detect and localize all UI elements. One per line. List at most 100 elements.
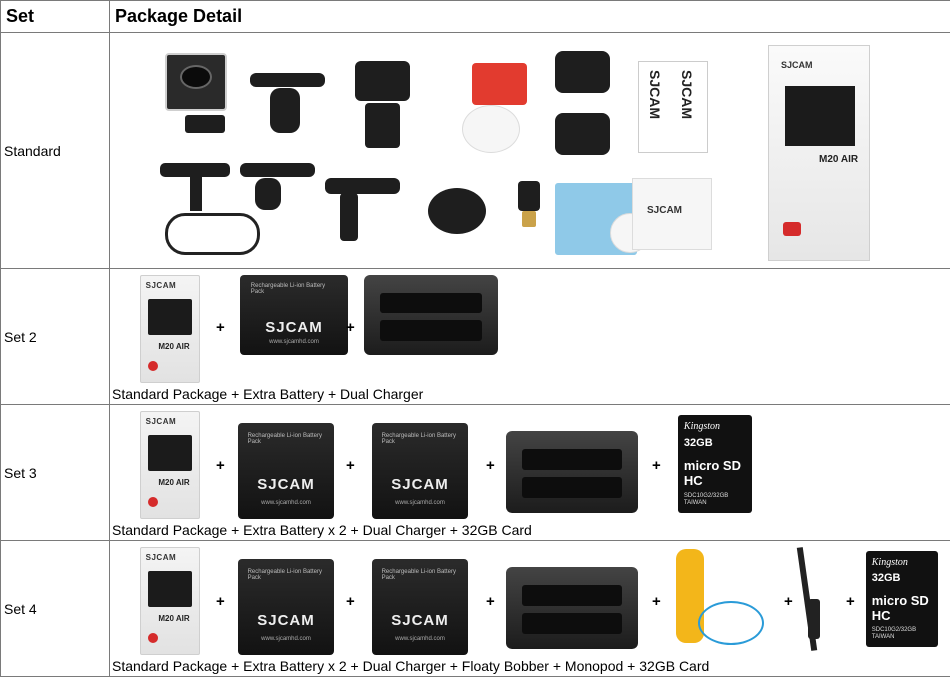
floaty-strap-image: [698, 601, 764, 645]
battery-site: www.sjcamhd.com: [372, 636, 468, 642]
row-set-4: Set 4 SJCAM M20 AIR + Rechargeable Li-io…: [1, 541, 950, 677]
battery-brand: SJCAM: [372, 612, 468, 629]
battery-brand: SJCAM: [240, 319, 348, 336]
flat-mount-image: [555, 51, 610, 93]
usb-cable-image: [165, 213, 260, 255]
set-name: Set 3: [1, 405, 110, 541]
battery-image: Rechargeable Li-ion Battery Pack SJCAM w…: [238, 559, 334, 655]
mount-image: [185, 115, 225, 133]
battery-brand: SJCAM: [238, 612, 334, 629]
box-brand-text: SJCAM: [146, 281, 177, 290]
retail-box-image: SJCAM M20 AIR: [768, 45, 870, 261]
base-mount-image: [428, 188, 486, 234]
adapter-screw: [522, 211, 536, 227]
retail-box-image: SJCAM M20 AIR: [140, 547, 200, 655]
adhesive-pad-image: [472, 63, 527, 105]
plus-sign: +: [486, 457, 495, 474]
box-window: [785, 86, 855, 146]
retail-box-image: SJCAM M20 AIR: [140, 275, 200, 383]
set-3-images: SJCAM M20 AIR + Rechargeable Li-ion Batt…: [110, 405, 950, 541]
box-brand-text: SJCAM: [781, 60, 813, 70]
battery-brand: SJCAM: [238, 476, 334, 493]
set-name: Standard: [1, 33, 110, 269]
handlebar-mount-image: [250, 73, 325, 87]
sd-type: micro SD HC: [684, 458, 752, 488]
dual-charger-image: [364, 275, 498, 355]
row-set-2: Set 2 SJCAM M20 AIR + Rechargeable Li-io…: [1, 269, 950, 405]
3m-sticker-image: [462, 105, 520, 153]
plus-sign: +: [346, 593, 355, 610]
sticker-brand-text: SJCAM: [647, 70, 663, 119]
battery-image: Rechargeable Li-ion Battery Pack SJCAM w…: [238, 423, 334, 519]
battery-brand: SJCAM: [372, 476, 468, 493]
row-set-3: Set 3 SJCAM M20 AIR + Rechargeable Li-io…: [1, 405, 950, 541]
header-set: Set: [1, 1, 110, 33]
sd-capacity: 32GB: [872, 572, 901, 584]
plus-sign: +: [346, 457, 355, 474]
row-standard: Standard SJCAM SJCAM SJCAM M20 AIR: [1, 33, 950, 269]
battery-image: Rechargeable Li-ion Battery Pack SJCAM w…: [240, 275, 348, 355]
dual-charger-image: [506, 431, 638, 513]
battery-label: Rechargeable Li-ion Battery Pack: [251, 283, 337, 295]
sd-capacity: 32GB: [684, 437, 713, 449]
package-caption: Standard Package + Extra Battery + Dual …: [112, 386, 423, 402]
box-brand-text: SJCAM: [146, 417, 177, 426]
plus-sign: +: [216, 319, 225, 336]
long-screw-image: [325, 178, 400, 194]
box-model-text: M20 AIR: [158, 478, 189, 487]
sd-label: SDC10G2/32GB TAIWAN: [684, 493, 752, 507]
box-model-text: M20 AIR: [158, 342, 189, 351]
clip-mount-image: [365, 103, 400, 148]
manual-brand-text: SJCAM: [647, 205, 682, 216]
set-4-images: SJCAM M20 AIR + Rechargeable Li-ion Batt…: [110, 541, 950, 677]
sticker-brand-text-2: SJCAM: [679, 70, 695, 119]
header-row: Set Package Detail: [1, 1, 950, 33]
battery-site: www.sjcamhd.com: [238, 636, 334, 642]
set-2-images: SJCAM M20 AIR + Rechargeable Li-ion Batt…: [110, 269, 950, 405]
plus-sign: +: [346, 319, 355, 336]
battery-site: www.sjcamhd.com: [240, 339, 348, 345]
tripod-adapter-image: [518, 181, 540, 211]
battery-label: Rechargeable Li-ion Battery Pack: [248, 433, 325, 445]
package-caption: Standard Package + Extra Battery x 2 + D…: [112, 522, 532, 538]
long-screw-arm: [340, 193, 358, 241]
dual-charger-image: [506, 567, 638, 649]
plus-sign: +: [216, 593, 225, 610]
sd-card-image: Kingston 32GB micro SD HC SDC10G2/32GB T…: [678, 415, 752, 513]
tripod-mount-arm: [190, 173, 202, 211]
battery-image-2: Rechargeable Li-ion Battery Pack SJCAM w…: [372, 559, 468, 655]
plus-sign: +: [652, 593, 661, 610]
sd-brand: Kingston: [684, 421, 720, 432]
manual-image: SJCAM: [632, 178, 712, 250]
header-package-detail: Package Detail: [110, 1, 950, 33]
battery-site: www.sjcamhd.com: [238, 500, 334, 506]
plus-sign: +: [784, 593, 793, 610]
battery-label: Rechargeable Li-ion Battery Pack: [382, 433, 459, 445]
handlebar-clamp-image: [270, 88, 300, 133]
plus-sign: +: [216, 457, 225, 474]
sd-brand: Kingston: [872, 557, 908, 568]
battery-image-2: Rechargeable Li-ion Battery Pack SJCAM w…: [372, 423, 468, 519]
extension-arm-knob: [255, 178, 281, 210]
battery-label: Rechargeable Li-ion Battery Pack: [248, 569, 325, 581]
retail-box-image: SJCAM M20 AIR: [140, 411, 200, 519]
set-name: Set 4: [1, 541, 110, 677]
extension-arm-image: [240, 163, 315, 177]
battery-label: Rechargeable Li-ion Battery Pack: [382, 569, 459, 581]
monopod-grip: [808, 599, 820, 639]
plus-sign: +: [486, 593, 495, 610]
battery-site: www.sjcamhd.com: [372, 500, 468, 506]
sd-label: SDC10G2/32GB TAIWAN: [872, 627, 938, 641]
curved-mount-image: [555, 113, 610, 155]
camera-in-case-image: [165, 53, 227, 111]
box-red-badge: [783, 222, 801, 236]
j-hook-mount-image: [355, 61, 410, 101]
plus-sign: +: [652, 457, 661, 474]
set-name: Set 2: [1, 269, 110, 405]
box-model-text: M20 AIR: [158, 614, 189, 623]
plus-sign: +: [846, 593, 855, 610]
sd-card-image: Kingston 32GB micro SD HC SDC10G2/32GB T…: [866, 551, 938, 647]
box-model-text: M20 AIR: [819, 154, 858, 165]
sd-type: micro SD HC: [872, 593, 938, 623]
